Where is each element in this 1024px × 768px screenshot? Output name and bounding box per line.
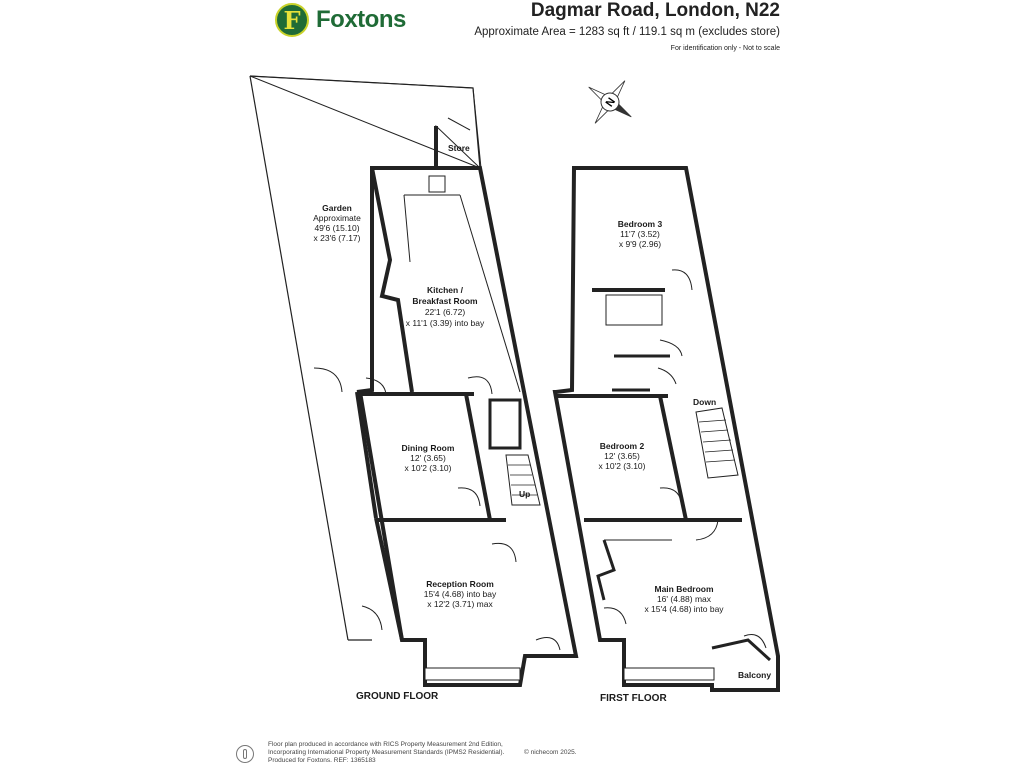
bedroom-2-name: Bedroom 2 — [600, 441, 645, 451]
logo-wordmark: Foxtons — [316, 6, 406, 33]
dining-room-width: x 10'2 (3.10) — [405, 463, 452, 473]
footer-line-2: Incorporating International Property Mea… — [268, 749, 505, 756]
balcony-label: Balcony — [738, 670, 771, 680]
dining-room-length: 12' (3.65) — [410, 453, 446, 463]
stairs-up-label: Up — [519, 489, 530, 499]
first-floor-label: FIRST FLOOR — [600, 693, 667, 704]
ground-floor-plan — [249, 75, 579, 687]
footer-line-1: Floor plan produced in accordance with R… — [268, 741, 503, 748]
dining-room-name: Dining Room — [402, 443, 455, 453]
bedroom-2-width: x 10'2 (3.10) — [599, 461, 646, 471]
garden-length: 49'6 (15.10) — [314, 223, 359, 233]
reception-room-width: x 12'2 (3.71) max — [427, 599, 493, 609]
bedroom-2-length: 12' (3.65) — [604, 451, 640, 461]
rics-badge-icon — [236, 745, 254, 763]
footer-copyright: © nichecom 2025. — [524, 749, 577, 756]
compass-rose-icon — [588, 80, 632, 124]
footer-disclaimer: Floor plan produced in accordance with R… — [268, 741, 504, 765]
reception-room-name: Reception Room — [426, 579, 494, 589]
footer-line-3: Produced for Foxtons. REF: 1365183 — [268, 757, 376, 764]
foxtons-badge-icon: F — [275, 3, 309, 37]
garden-name: Garden — [322, 203, 352, 213]
garden-approximate: Approximate — [313, 213, 361, 223]
kitchen-name-line1: Kitchen / — [427, 285, 464, 295]
ground-floor-label: GROUND FLOOR — [356, 691, 439, 702]
approximate-area: Approximate Area = 1283 sq ft / 119.1 sq… — [474, 26, 780, 38]
foxtons-logo: F Foxtons — [275, 2, 406, 38]
garden-width: x 23'6 (7.17) — [314, 233, 361, 243]
main-bedroom-length: 16' (4.88) max — [657, 594, 712, 604]
bedroom-3-name: Bedroom 3 — [618, 219, 663, 229]
reception-room-length: 15'4 (4.68) into bay — [424, 589, 497, 599]
first-floor-plan — [552, 166, 780, 692]
identification-note: For identification only - Not to scale — [670, 45, 780, 52]
kitchen-name-line2: Breakfast Room — [412, 296, 478, 306]
store-label: Store — [448, 143, 470, 153]
main-bedroom-name: Main Bedroom — [654, 584, 713, 594]
property-title: Dagmar Road, London, N22 — [530, 0, 780, 21]
bedroom-3-length: 11'7 (3.52) — [620, 229, 660, 239]
main-bedroom-width: x 15'4 (4.68) into bay — [644, 604, 724, 614]
kitchen-length: 22'1 (6.72) — [425, 307, 466, 317]
logo-initial: F — [283, 5, 301, 35]
bedroom-3-width: x 9'9 (2.96) — [619, 239, 661, 249]
stairs-down-label: Down — [693, 397, 716, 407]
kitchen-width: x 11'1 (3.39) into bay — [406, 318, 485, 328]
